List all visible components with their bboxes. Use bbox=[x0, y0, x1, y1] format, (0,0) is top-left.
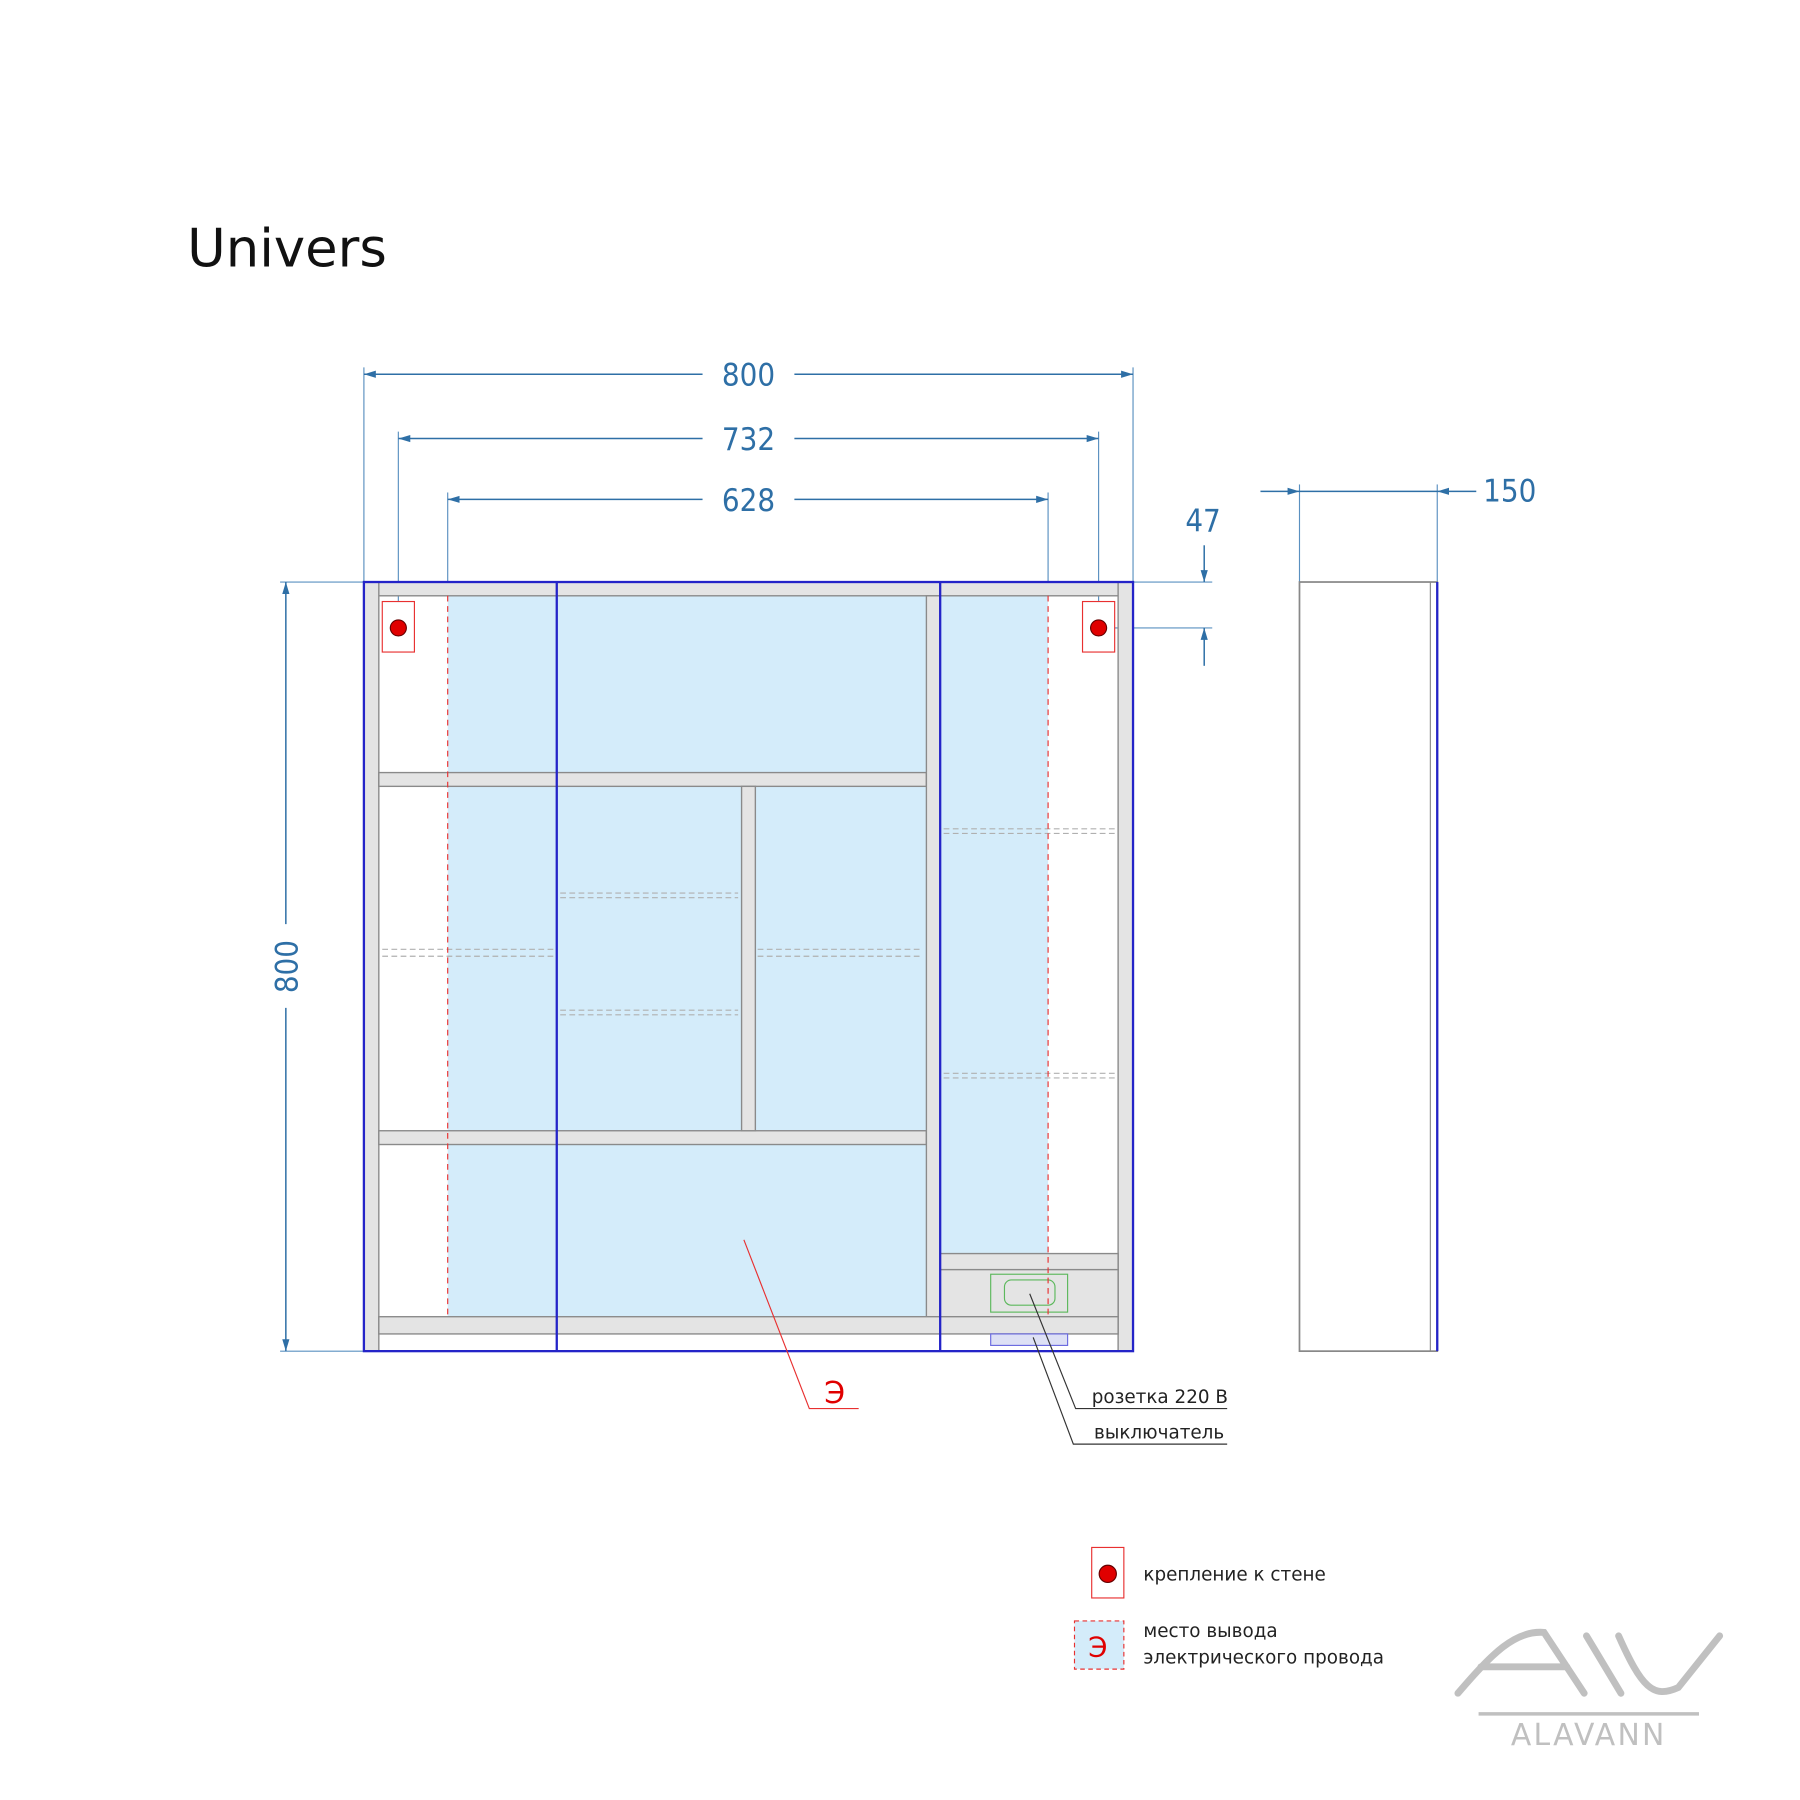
svg-text:ALAVANN: ALAVANN bbox=[1511, 1718, 1667, 1753]
legend: крепление к стене Э место вывода электри… bbox=[1073, 1546, 1384, 1670]
hidden-shelves bbox=[382, 828, 1115, 1079]
callout-socket: розетка 220 В bbox=[1029, 1293, 1228, 1410]
cabinet-front bbox=[362, 580, 1135, 1353]
dimension-label: 150 bbox=[1483, 474, 1536, 510]
callout-switch: выключатель bbox=[1032, 1337, 1228, 1445]
dimension-47-offset: 47 bbox=[1185, 504, 1221, 666]
dimension-label: 628 bbox=[722, 483, 775, 519]
svg-text:место вывода: место вывода bbox=[1143, 1621, 1277, 1642]
dimension-label: 47 bbox=[1185, 504, 1220, 540]
dimension-label: 800 bbox=[269, 940, 305, 993]
dimension-label: 732 bbox=[722, 422, 775, 458]
legend-wire: Э место вывода электрического провода bbox=[1073, 1620, 1384, 1670]
dimension-732-width: 732 bbox=[398, 422, 1099, 458]
svg-text:Э: Э bbox=[1088, 1632, 1107, 1664]
legend-mount: крепление к стене bbox=[1091, 1546, 1326, 1599]
svg-text:выключатель: выключатель bbox=[1094, 1422, 1224, 1443]
wall-mount-left bbox=[381, 600, 415, 653]
page-title: Univers bbox=[187, 218, 387, 279]
switch bbox=[990, 1333, 1069, 1346]
dimension-800-width: 800 bbox=[363, 358, 1134, 394]
callout-electric-outlet: Э bbox=[743, 1239, 859, 1411]
wall-mount-right bbox=[1081, 600, 1116, 653]
dimension-150-depth: 150 bbox=[1260, 474, 1536, 510]
svg-text:крепление к стене: крепление к стене bbox=[1143, 1565, 1325, 1586]
svg-text:розетка 220 В: розетка 220 В bbox=[1092, 1387, 1228, 1408]
dimension-label: 800 bbox=[722, 358, 775, 394]
svg-text:Э: Э bbox=[824, 1376, 845, 1411]
dimension-628-width: 628 bbox=[447, 483, 1049, 519]
cabinet-side-view bbox=[1298, 581, 1439, 1353]
door-outlines bbox=[362, 580, 1135, 1353]
socket bbox=[990, 1273, 1069, 1313]
svg-text:электрического провода: электрического провода bbox=[1143, 1647, 1384, 1668]
alavann-logo: ALAVANN bbox=[1454, 1628, 1724, 1753]
dimension-800-height: 800 bbox=[269, 582, 305, 1352]
